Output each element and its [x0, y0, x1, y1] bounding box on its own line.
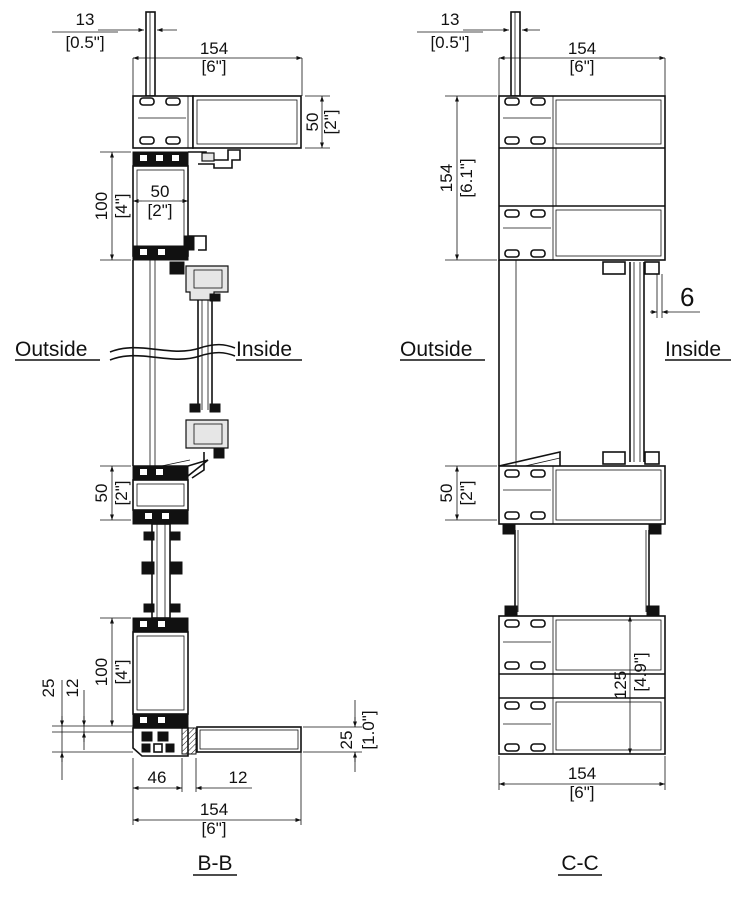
cc-top-offset-in: [0.5"]	[430, 33, 469, 52]
cc-top-offset-mm: 13	[441, 10, 460, 29]
cc-glazing	[602, 261, 660, 465]
cc-bottom-width-in: [6"]	[570, 783, 595, 802]
bb-upper-box-h-mm: 100	[92, 192, 111, 220]
bb-bottom-46: 46	[148, 768, 167, 787]
bb-bottom-width-in: [6"]	[202, 819, 227, 838]
cc-dim-head-height: 154 [6.1"]	[437, 95, 497, 261]
bb-lower-glazing-bead	[185, 403, 229, 479]
section-bb: 13 [0.5"] 154 [6"]	[15, 10, 378, 876]
bb-upper-box-h-in: [4"]	[112, 194, 131, 219]
bb-upper-glazing-bead	[169, 261, 229, 302]
cc-head-height-in: [6.1"]	[457, 158, 476, 197]
bb-head-height-in: [2"]	[321, 110, 340, 135]
bb-bottom-width-mm: 154	[200, 800, 228, 819]
cc-dim-top-width: 154 [6"]	[498, 39, 666, 96]
cc-top-stub	[510, 11, 521, 97]
bb-right-25-mm: 25	[337, 731, 356, 750]
bb-inside-label: Inside	[236, 338, 292, 361]
cc-top-width-in: [6"]	[570, 57, 595, 76]
cc-sill	[498, 450, 666, 525]
bb-dim-left-small: 25 12	[39, 679, 133, 780]
bb-dim-bottom-small: 46 12	[132, 758, 252, 825]
bb-sill-h-mm: 50	[92, 484, 111, 503]
bb-top-offset-mm: 13	[76, 10, 95, 29]
cc-lower-h-mm: 125	[611, 671, 630, 699]
cc-dim-gap: 6	[650, 274, 700, 318]
bb-bottom-12: 12	[229, 768, 248, 787]
bb-dim-upper-box-height: 100 [4"]	[92, 151, 131, 261]
bb-top-offset-in: [0.5"]	[65, 33, 104, 52]
section-cc: 13 [0.5"] 154 [6"]	[400, 10, 731, 876]
cc-lower-h-in: [4.9"]	[631, 652, 650, 691]
bb-dim-top-offset: 13 [0.5"]	[52, 10, 177, 52]
bb-dim-sill-height: 50 [2"]	[92, 465, 131, 521]
cc-section-title: C-C	[561, 852, 598, 875]
bb-sill-h-in: [2"]	[112, 481, 131, 506]
bb-outside-label: Outside	[15, 338, 87, 361]
cc-connector	[502, 523, 662, 617]
bb-dim-lower-box-height: 100 [4"]	[92, 617, 131, 726]
cc-inside-label: Inside	[665, 338, 721, 361]
bb-dim-top-width: 154 [6"]	[132, 39, 303, 96]
bb-frame-uprights	[132, 260, 156, 466]
bb-top-stub	[145, 11, 156, 97]
bb-head-height-mm: 50	[303, 113, 322, 132]
bb-lower-box-h-mm: 100	[92, 658, 111, 686]
bb-top-width-in: [6"]	[202, 57, 227, 76]
bb-upper-box-w-in: [2"]	[148, 201, 173, 220]
cc-dim-sill-height: 50 [2"]	[437, 465, 497, 521]
bb-left-25: 25	[39, 679, 58, 698]
cc-head-height-mm: 154	[437, 164, 456, 192]
bb-dim-upper-box-width: 50 [2"]	[133, 182, 188, 220]
bb-section-title: B-B	[197, 852, 232, 875]
bb-lower-box-h-in: [4"]	[112, 660, 131, 685]
bb-top-width-mm: 154	[200, 39, 228, 58]
bb-sill-frame	[132, 459, 209, 525]
cc-dim-bottom-width: 154 [6"]	[498, 756, 666, 802]
bb-dim-bottom-width: 154 [6"]	[133, 752, 302, 838]
cc-head-assembly	[498, 95, 666, 261]
bb-upper-box-w-mm: 50	[151, 182, 170, 201]
bb-base	[132, 726, 302, 757]
cc-sill-h-mm: 50	[437, 484, 456, 503]
bb-head-frame	[132, 95, 302, 149]
bb-upper-box	[132, 165, 207, 261]
cc-top-width-mm: 154	[568, 39, 596, 58]
bb-break-lines	[109, 343, 236, 361]
bb-connector	[141, 523, 183, 619]
cc-dim-lower-height: 125 [4.9"]	[611, 616, 650, 754]
bb-left-12: 12	[63, 679, 82, 698]
cc-gap: 6	[680, 282, 694, 312]
cc-frame-uprights	[498, 260, 517, 466]
cc-dim-top-offset: 13 [0.5"]	[417, 10, 540, 52]
bb-right-25-in: [1.0"]	[359, 710, 378, 749]
bb-lower-box	[132, 617, 189, 729]
cc-sill-h-in: [2"]	[457, 481, 476, 506]
cc-bottom-width-mm: 154	[568, 764, 596, 783]
cc-lower-assembly	[498, 615, 666, 755]
bb-dim-right-base: 25 [1.0"]	[303, 700, 378, 772]
cc-outside-label: Outside	[400, 338, 472, 361]
bb-dim-head-height: 50 [2"]	[303, 95, 340, 149]
